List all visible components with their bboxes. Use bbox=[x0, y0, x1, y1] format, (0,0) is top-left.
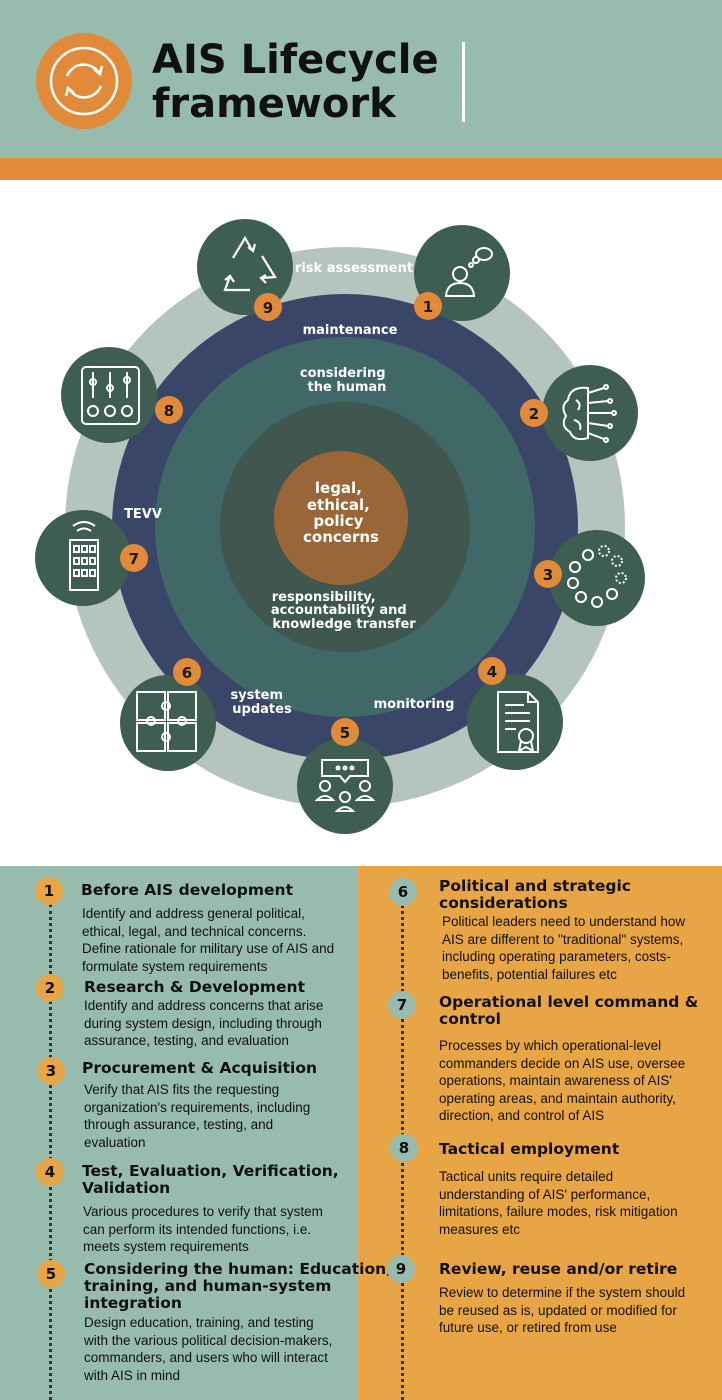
step-2-text: Identify and address concerns that arise… bbox=[84, 998, 324, 1048]
step-9-badge: 9 bbox=[387, 1255, 415, 1283]
node-2-badge: 2 bbox=[529, 405, 539, 423]
label-considering-the-human: considering the human bbox=[300, 366, 390, 395]
page-title: AIS Lifecycle framework bbox=[152, 37, 439, 127]
step-2-badge: 2 bbox=[36, 974, 64, 1002]
node-1-badge: 1 bbox=[423, 298, 433, 316]
node-8-badge: 8 bbox=[164, 402, 174, 420]
step-5-badge: 5 bbox=[37, 1260, 65, 1288]
label-monitoring: monitoring bbox=[374, 697, 455, 712]
label-risk-assessment: risk assessment bbox=[295, 261, 413, 276]
label-responsibility: responsibility, accountability and knowl… bbox=[271, 590, 416, 632]
node-3-badge: 3 bbox=[543, 566, 553, 584]
brain-circuit-icon bbox=[562, 384, 617, 443]
step-2-title: Research & Development bbox=[84, 978, 305, 996]
step-5-title: Considering the human: Education,trainin… bbox=[84, 1260, 393, 1312]
step-1-badge: 1 bbox=[35, 877, 63, 905]
label-maintenance: maintenance bbox=[303, 323, 398, 338]
orange-band bbox=[0, 158, 722, 180]
steps-panel-right bbox=[357, 866, 722, 1400]
step-8-badge: 8 bbox=[390, 1134, 418, 1162]
group-discussion-icon bbox=[314, 759, 376, 812]
step-1-text: Identify and address general political,e… bbox=[82, 906, 335, 974]
person-thinking-icon bbox=[444, 247, 493, 297]
label-system-updates: system updates bbox=[230, 688, 291, 717]
header-divider bbox=[462, 42, 465, 122]
step-4-text: Various procedures to verify that system… bbox=[83, 1204, 323, 1254]
step-6-badge: 6 bbox=[389, 878, 417, 906]
label-tevv: TEVV bbox=[124, 507, 162, 522]
step-7-title: Operational level command &control bbox=[439, 993, 699, 1028]
cycle-arrows-icon bbox=[36, 33, 132, 129]
step-6-text: Political leaders need to understand how… bbox=[442, 914, 686, 982]
step-8-title: Tactical employment bbox=[439, 1140, 620, 1158]
node-7-badge: 7 bbox=[129, 550, 139, 568]
timeline-left bbox=[49, 904, 52, 1400]
step-9-text: Review to determine if the system should… bbox=[439, 1285, 686, 1335]
control-panel-icon bbox=[81, 366, 140, 425]
header: AIS Lifecycle framework bbox=[0, 0, 722, 158]
step-4-badge: 4 bbox=[36, 1158, 64, 1186]
step-3-title: Procurement & Acquisition bbox=[82, 1059, 318, 1077]
circle-process-icon bbox=[567, 545, 627, 608]
recycle-icon bbox=[223, 235, 277, 292]
node-6-badge: 6 bbox=[182, 664, 192, 682]
step-9-title: Review, reuse and/or retire bbox=[439, 1260, 678, 1278]
steps-panel-left bbox=[0, 866, 357, 1400]
certificate-document-icon bbox=[497, 691, 539, 753]
step-3-badge: 3 bbox=[37, 1057, 65, 1085]
step-4-title: Test, Evaluation, Verification,Validatio… bbox=[82, 1162, 339, 1197]
step-7-badge: 7 bbox=[388, 991, 416, 1019]
node-9-badge: 9 bbox=[263, 299, 273, 317]
puzzle-icon bbox=[136, 691, 197, 752]
lifecycle-diagram: legal, ethical, policy concerns risk ass… bbox=[35, 219, 645, 834]
core-text: legal, ethical, policy concerns bbox=[303, 479, 379, 546]
core-circle bbox=[274, 451, 408, 585]
node-5-badge: 5 bbox=[340, 724, 350, 742]
smart-building-icon bbox=[69, 521, 99, 591]
node-4-badge: 4 bbox=[487, 663, 497, 681]
step-1-title: Before AIS development bbox=[81, 881, 293, 899]
